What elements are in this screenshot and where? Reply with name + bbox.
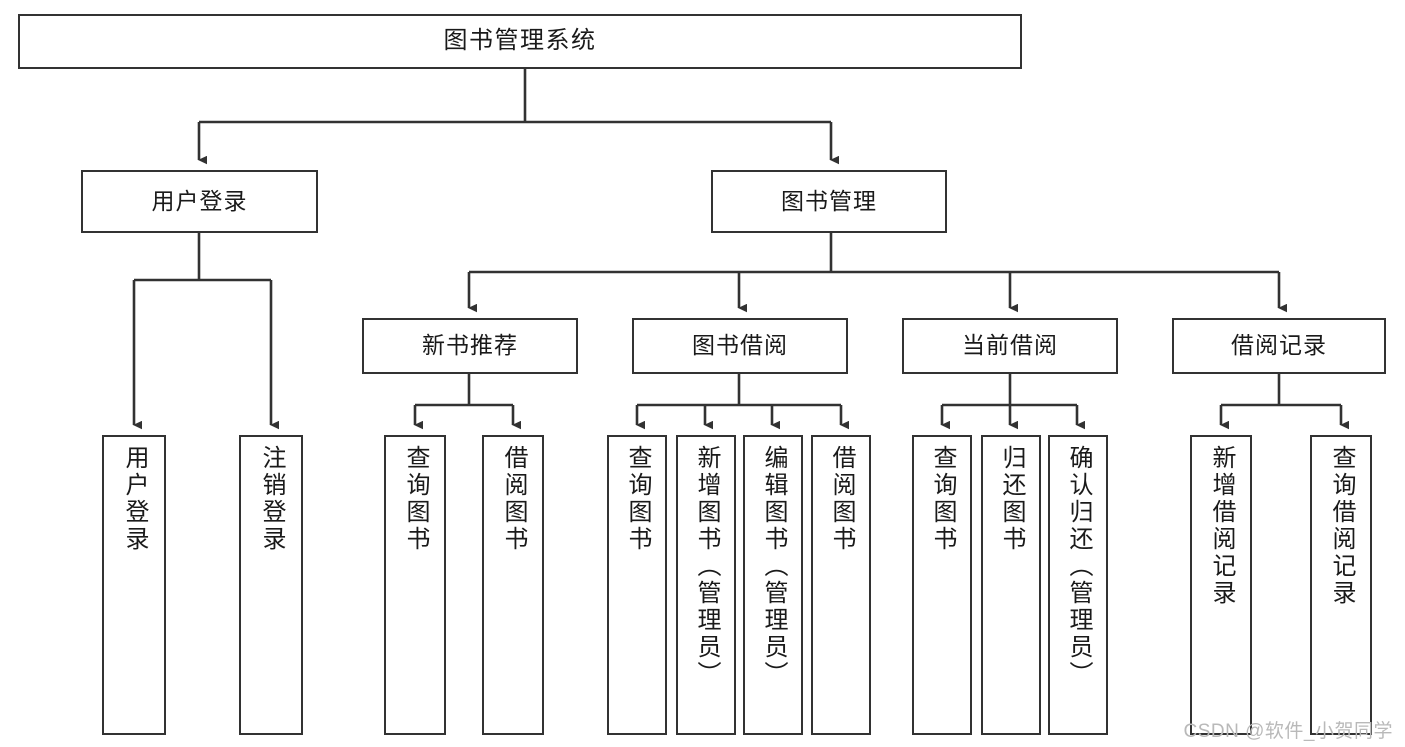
node-label: 借阅图书 bbox=[828, 445, 855, 553]
node-current-borrow[interactable]: 当前借阅 bbox=[902, 318, 1118, 374]
node-label: 编辑图书（管理员） bbox=[760, 445, 787, 688]
leaf-borrow-book-2[interactable]: 借阅图书 bbox=[811, 435, 871, 735]
leaf-logout-login[interactable]: 注销登录 bbox=[239, 435, 303, 735]
node-book-management-system[interactable]: 图书管理系统 bbox=[18, 14, 1022, 69]
node-user-login[interactable]: 用户登录 bbox=[81, 170, 318, 233]
csdn-watermark: CSDN @软件_小贺同学 bbox=[1183, 721, 1393, 742]
node-label: 查询图书 bbox=[929, 445, 956, 553]
leaf-borrow-book-1[interactable]: 借阅图书 bbox=[482, 435, 544, 735]
leaf-query-book-2[interactable]: 查询图书 bbox=[607, 435, 667, 735]
node-label: 查询图书 bbox=[624, 445, 651, 553]
node-label: 当前借阅 bbox=[962, 332, 1058, 359]
node-label: 注销登录 bbox=[258, 445, 285, 553]
node-label: 借阅图书 bbox=[500, 445, 527, 553]
node-label: 新书推荐 bbox=[422, 332, 518, 359]
node-new-book-recommend[interactable]: 新书推荐 bbox=[362, 318, 578, 374]
leaf-edit-book-admin[interactable]: 编辑图书（管理员） bbox=[743, 435, 803, 735]
leaf-query-book-1[interactable]: 查询图书 bbox=[384, 435, 446, 735]
node-label: 用户登录 bbox=[151, 187, 248, 214]
node-borrow-record[interactable]: 借阅记录 bbox=[1172, 318, 1386, 374]
leaf-add-book-admin[interactable]: 新增图书（管理员） bbox=[676, 435, 736, 735]
node-book-manage[interactable]: 图书管理 bbox=[711, 170, 947, 233]
leaf-query-book-3[interactable]: 查询图书 bbox=[912, 435, 972, 735]
leaf-confirm-return-admin[interactable]: 确认归还（管理员） bbox=[1048, 435, 1108, 735]
leaf-query-borrow-record[interactable]: 查询借阅记录 bbox=[1310, 435, 1372, 735]
node-label: 新增借阅记录 bbox=[1208, 445, 1235, 607]
node-label: 借阅记录 bbox=[1231, 332, 1327, 359]
node-label: 新增图书（管理员） bbox=[693, 445, 720, 688]
node-label: 归还图书 bbox=[998, 445, 1025, 553]
node-label: 图书借阅 bbox=[692, 332, 788, 359]
node-label: 图书管理 bbox=[781, 187, 877, 214]
node-label: 图书管理系统 bbox=[443, 27, 597, 55]
node-label: 确认归还（管理员） bbox=[1065, 445, 1092, 688]
node-book-borrow[interactable]: 图书借阅 bbox=[632, 318, 848, 374]
node-label: 查询图书 bbox=[402, 445, 429, 553]
leaf-user-login[interactable]: 用户登录 bbox=[102, 435, 166, 735]
leaf-return-book[interactable]: 归还图书 bbox=[981, 435, 1041, 735]
leaf-add-borrow-record[interactable]: 新增借阅记录 bbox=[1190, 435, 1252, 735]
node-label: 用户登录 bbox=[121, 445, 148, 553]
node-label: 查询借阅记录 bbox=[1328, 445, 1355, 607]
